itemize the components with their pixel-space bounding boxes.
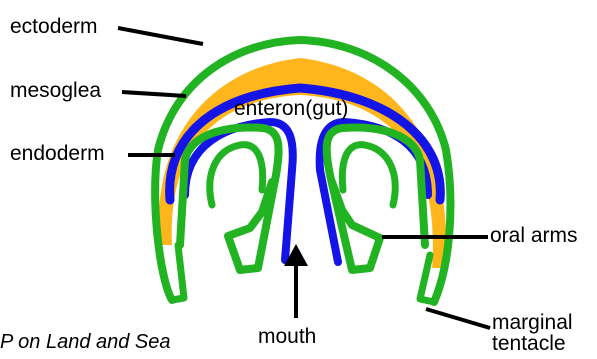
label-tentacle: tentacle — [492, 333, 566, 354]
pointer-mesoglea — [122, 92, 186, 96]
label-mouth: mouth — [258, 326, 316, 347]
pointer-ectoderm — [118, 28, 203, 44]
label-endoderm: endoderm — [10, 143, 105, 164]
pointer-marginal-tentacle — [426, 309, 490, 328]
label-marginal: marginal — [492, 312, 573, 333]
label-mesoglea: mesoglea — [10, 80, 101, 101]
oral-arm-left-inner — [210, 145, 263, 205]
label-enteron: enteron(gut) — [234, 98, 348, 119]
ectoderm-rim-right — [420, 255, 434, 302]
credit-text: P on Land and Sea — [0, 332, 171, 352]
label-oral-arms: oral arms — [490, 225, 578, 246]
label-ectoderm: ectoderm — [10, 16, 98, 37]
oral-arm-right-inner — [342, 145, 395, 205]
ectoderm-rim-left — [172, 245, 184, 300]
